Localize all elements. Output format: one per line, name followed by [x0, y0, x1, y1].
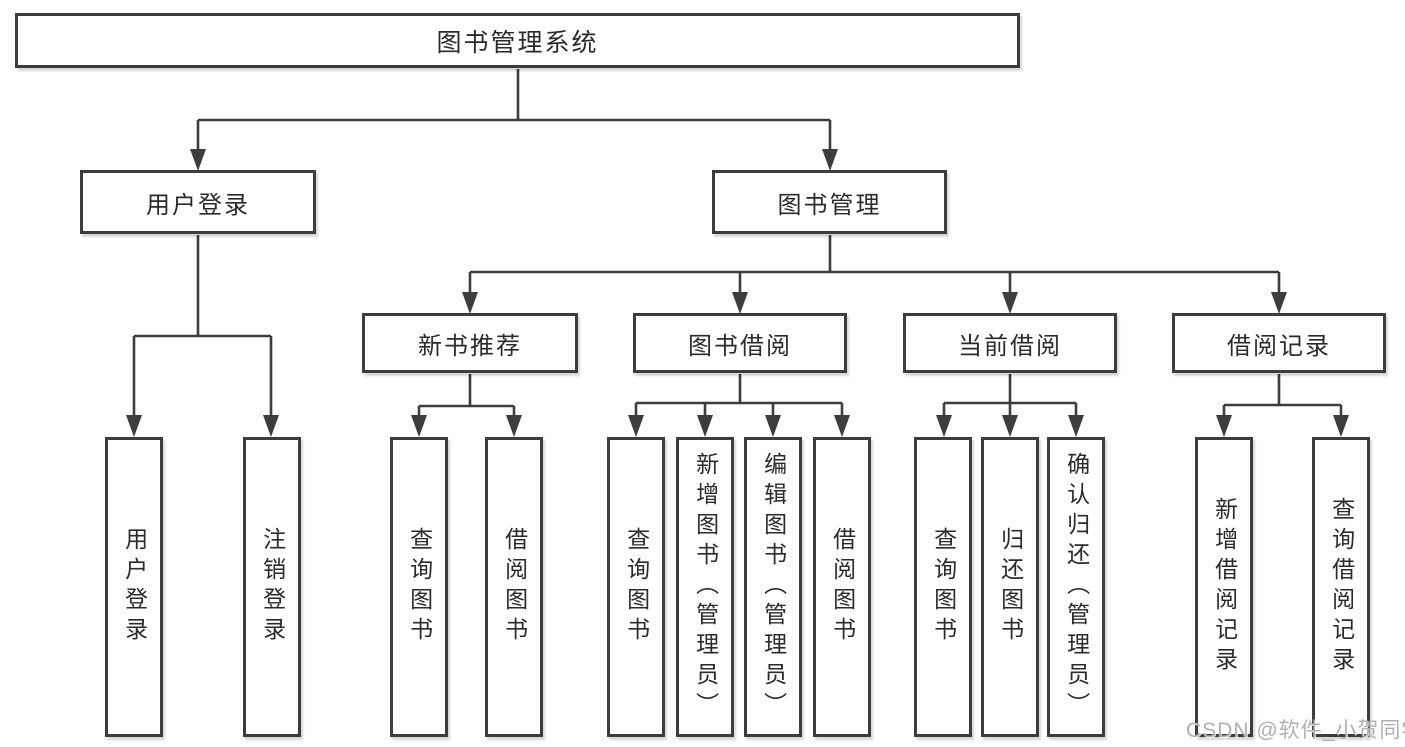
- node-add-borrow-record: 新增借阅记录: [1195, 437, 1253, 737]
- node-query-borrow-record-label: 查询借阅记录: [1328, 497, 1355, 677]
- node-add-books-admin: 新增图书（管理员）: [676, 437, 734, 737]
- node-return-books: 归还图书: [981, 437, 1039, 737]
- node-borrow-books-recommend: 借阅图书: [485, 437, 543, 737]
- node-query-books-current: 查询图书: [914, 437, 972, 737]
- node-query-books-recommend: 查询图书: [390, 437, 448, 737]
- node-library-system: 图书管理系统: [15, 13, 1020, 68]
- node-user-login-leaf-label: 用户登录: [121, 527, 148, 647]
- node-logout-leaf: 注销登录: [243, 437, 301, 737]
- node-confirm-return-admin: 确认归还（管理员）: [1047, 437, 1105, 737]
- node-borrow-books-leaf-label: 借阅图书: [829, 527, 856, 647]
- node-add-borrow-record-label: 新增借阅记录: [1211, 497, 1238, 677]
- node-query-books-borrow: 查询图书: [607, 437, 665, 737]
- watermark: CSDN @软件_小贺同学: [1186, 719, 1405, 742]
- node-current-borrow-label: 当前借阅: [958, 332, 1062, 360]
- node-edit-books-admin-label: 编辑图书（管理员）: [760, 452, 787, 722]
- node-library-system-label: 图书管理系统: [436, 28, 599, 57]
- node-book-management-label: 图书管理: [777, 191, 882, 219]
- node-new-book-recommend: 新书推荐: [362, 313, 578, 373]
- node-query-borrow-record: 查询借阅记录: [1312, 437, 1370, 737]
- node-query-books-current-label: 查询图书: [930, 527, 957, 647]
- node-book-management: 图书管理: [712, 170, 947, 234]
- node-borrow-books-leaf: 借阅图书: [813, 437, 871, 737]
- node-user-login-label: 用户登录: [146, 191, 250, 219]
- node-edit-books-admin: 编辑图书（管理员）: [744, 437, 802, 737]
- node-current-borrow: 当前借阅: [903, 313, 1117, 373]
- node-borrow-books-recommend-label: 借阅图书: [501, 527, 528, 647]
- node-logout-leaf-label: 注销登录: [259, 527, 286, 647]
- node-query-books-recommend-label: 查询图书: [406, 527, 433, 647]
- node-add-books-admin-label: 新增图书（管理员）: [692, 452, 719, 722]
- node-user-login: 用户登录: [80, 170, 316, 234]
- node-borrow-records-label: 借阅记录: [1227, 332, 1331, 360]
- node-query-books-borrow-label: 查询图书: [623, 527, 650, 647]
- node-confirm-return-admin-label: 确认归还（管理员）: [1063, 452, 1090, 722]
- node-new-book-recommend-label: 新书推荐: [418, 332, 522, 360]
- node-borrow-records: 借阅记录: [1172, 313, 1386, 373]
- node-user-login-leaf: 用户登录: [105, 437, 163, 737]
- node-return-books-label: 归还图书: [997, 527, 1024, 647]
- node-book-borrow: 图书借阅: [633, 313, 847, 373]
- node-book-borrow-label: 图书借阅: [688, 332, 792, 360]
